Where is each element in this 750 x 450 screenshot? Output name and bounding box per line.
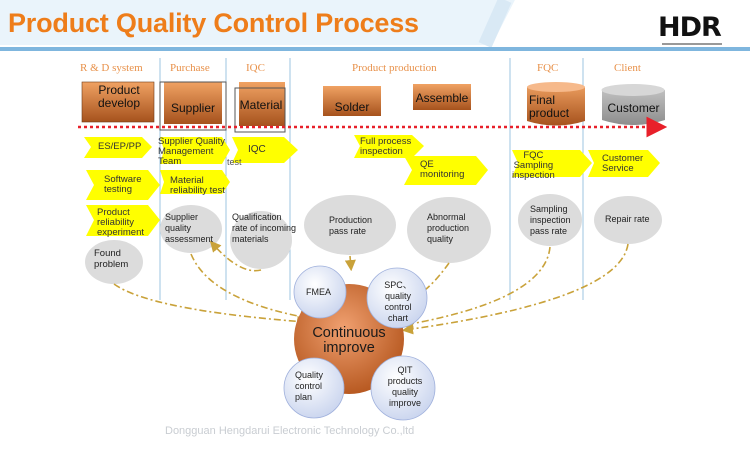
stage-label-assemble: Assemble (415, 91, 469, 105)
column-rd-system: R & D system (80, 62, 143, 74)
column-product-production: Product production (352, 62, 437, 74)
column-purchase: Purchase (170, 62, 210, 74)
stage-box-supplier (164, 82, 222, 124)
chevron-product-reliability: Product reliability experiment (97, 207, 144, 238)
stage-box-product-develop (81, 81, 155, 123)
bubble-production-pass-rate: Production pass rate (329, 215, 373, 236)
page-title: Product Quality Control Process (8, 8, 419, 38)
column-fqc: FQC (537, 62, 559, 74)
footer-company: Dongguan Hengdarui Electronic Technology… (165, 425, 415, 437)
chevron-fqc-sampling: FQC Sampling inspection (512, 150, 555, 181)
stage-box-material (239, 82, 285, 126)
stage-label-solder: Solder (334, 100, 370, 114)
bubble-abnormal-production-quality: Abnormal production quality (427, 212, 470, 244)
continuous-improve-label: Continuous improve (312, 325, 386, 356)
satellite-quality-control-plan: Quality control plan (295, 370, 324, 402)
header-rule (0, 47, 750, 51)
bubble-supplier-quality-assessment: Supplier quality assessment (165, 212, 214, 244)
stage-label-supplier: Supplier (170, 101, 216, 115)
satellite-qit: QIT products quality improve (387, 365, 423, 408)
chevron-software-testing: Software testing (104, 174, 142, 195)
chevron-iqc: IQC (248, 144, 266, 155)
improvement-hub (283, 265, 436, 421)
chevron-supplier-quality-team: Supplier Quality Management Team (158, 136, 226, 167)
stage-label-material: Material (239, 98, 283, 112)
chevron-shapes (84, 135, 660, 236)
bubble-found-problem: Found problem (94, 248, 129, 270)
stage-box-solder (323, 86, 381, 116)
stage-label-product-develop: Product develop (97, 83, 141, 110)
chevron-qe-monitoring: QE monitoring (420, 159, 465, 180)
stage-label-final-product: Final product (529, 93, 570, 120)
column-iqc: IQC (246, 62, 265, 74)
chevron-full-process-inspection: Full process inspection (360, 136, 412, 157)
stage-boxes (81, 81, 665, 133)
stage-box-final-product (527, 82, 585, 126)
stray-test-label: test (227, 157, 242, 167)
column-client: Client (614, 62, 641, 74)
satellite-fmea: FMEA (306, 287, 332, 297)
company-logo: HDR (658, 12, 722, 43)
satellite-spc: SPC、 quality control chart (384, 280, 412, 323)
stage-label-customer: Customer (607, 101, 660, 115)
chevron-es-ep-pp: ES/EP/PP (98, 141, 142, 152)
header-band (0, 0, 515, 45)
stage-box-assemble (413, 84, 471, 110)
bubble-repair-rate: Repair rate (605, 214, 650, 224)
bubble-qualification-rate: Qualification rate of incoming materials (232, 212, 297, 244)
chevron-material-reliability: Material reliability test (170, 175, 225, 196)
chevron-customer-service: Customer Service (602, 153, 644, 174)
metric-bubbles (85, 194, 662, 284)
bubble-sampling-pass-rate: Sampling inspection pass rate (530, 204, 571, 236)
